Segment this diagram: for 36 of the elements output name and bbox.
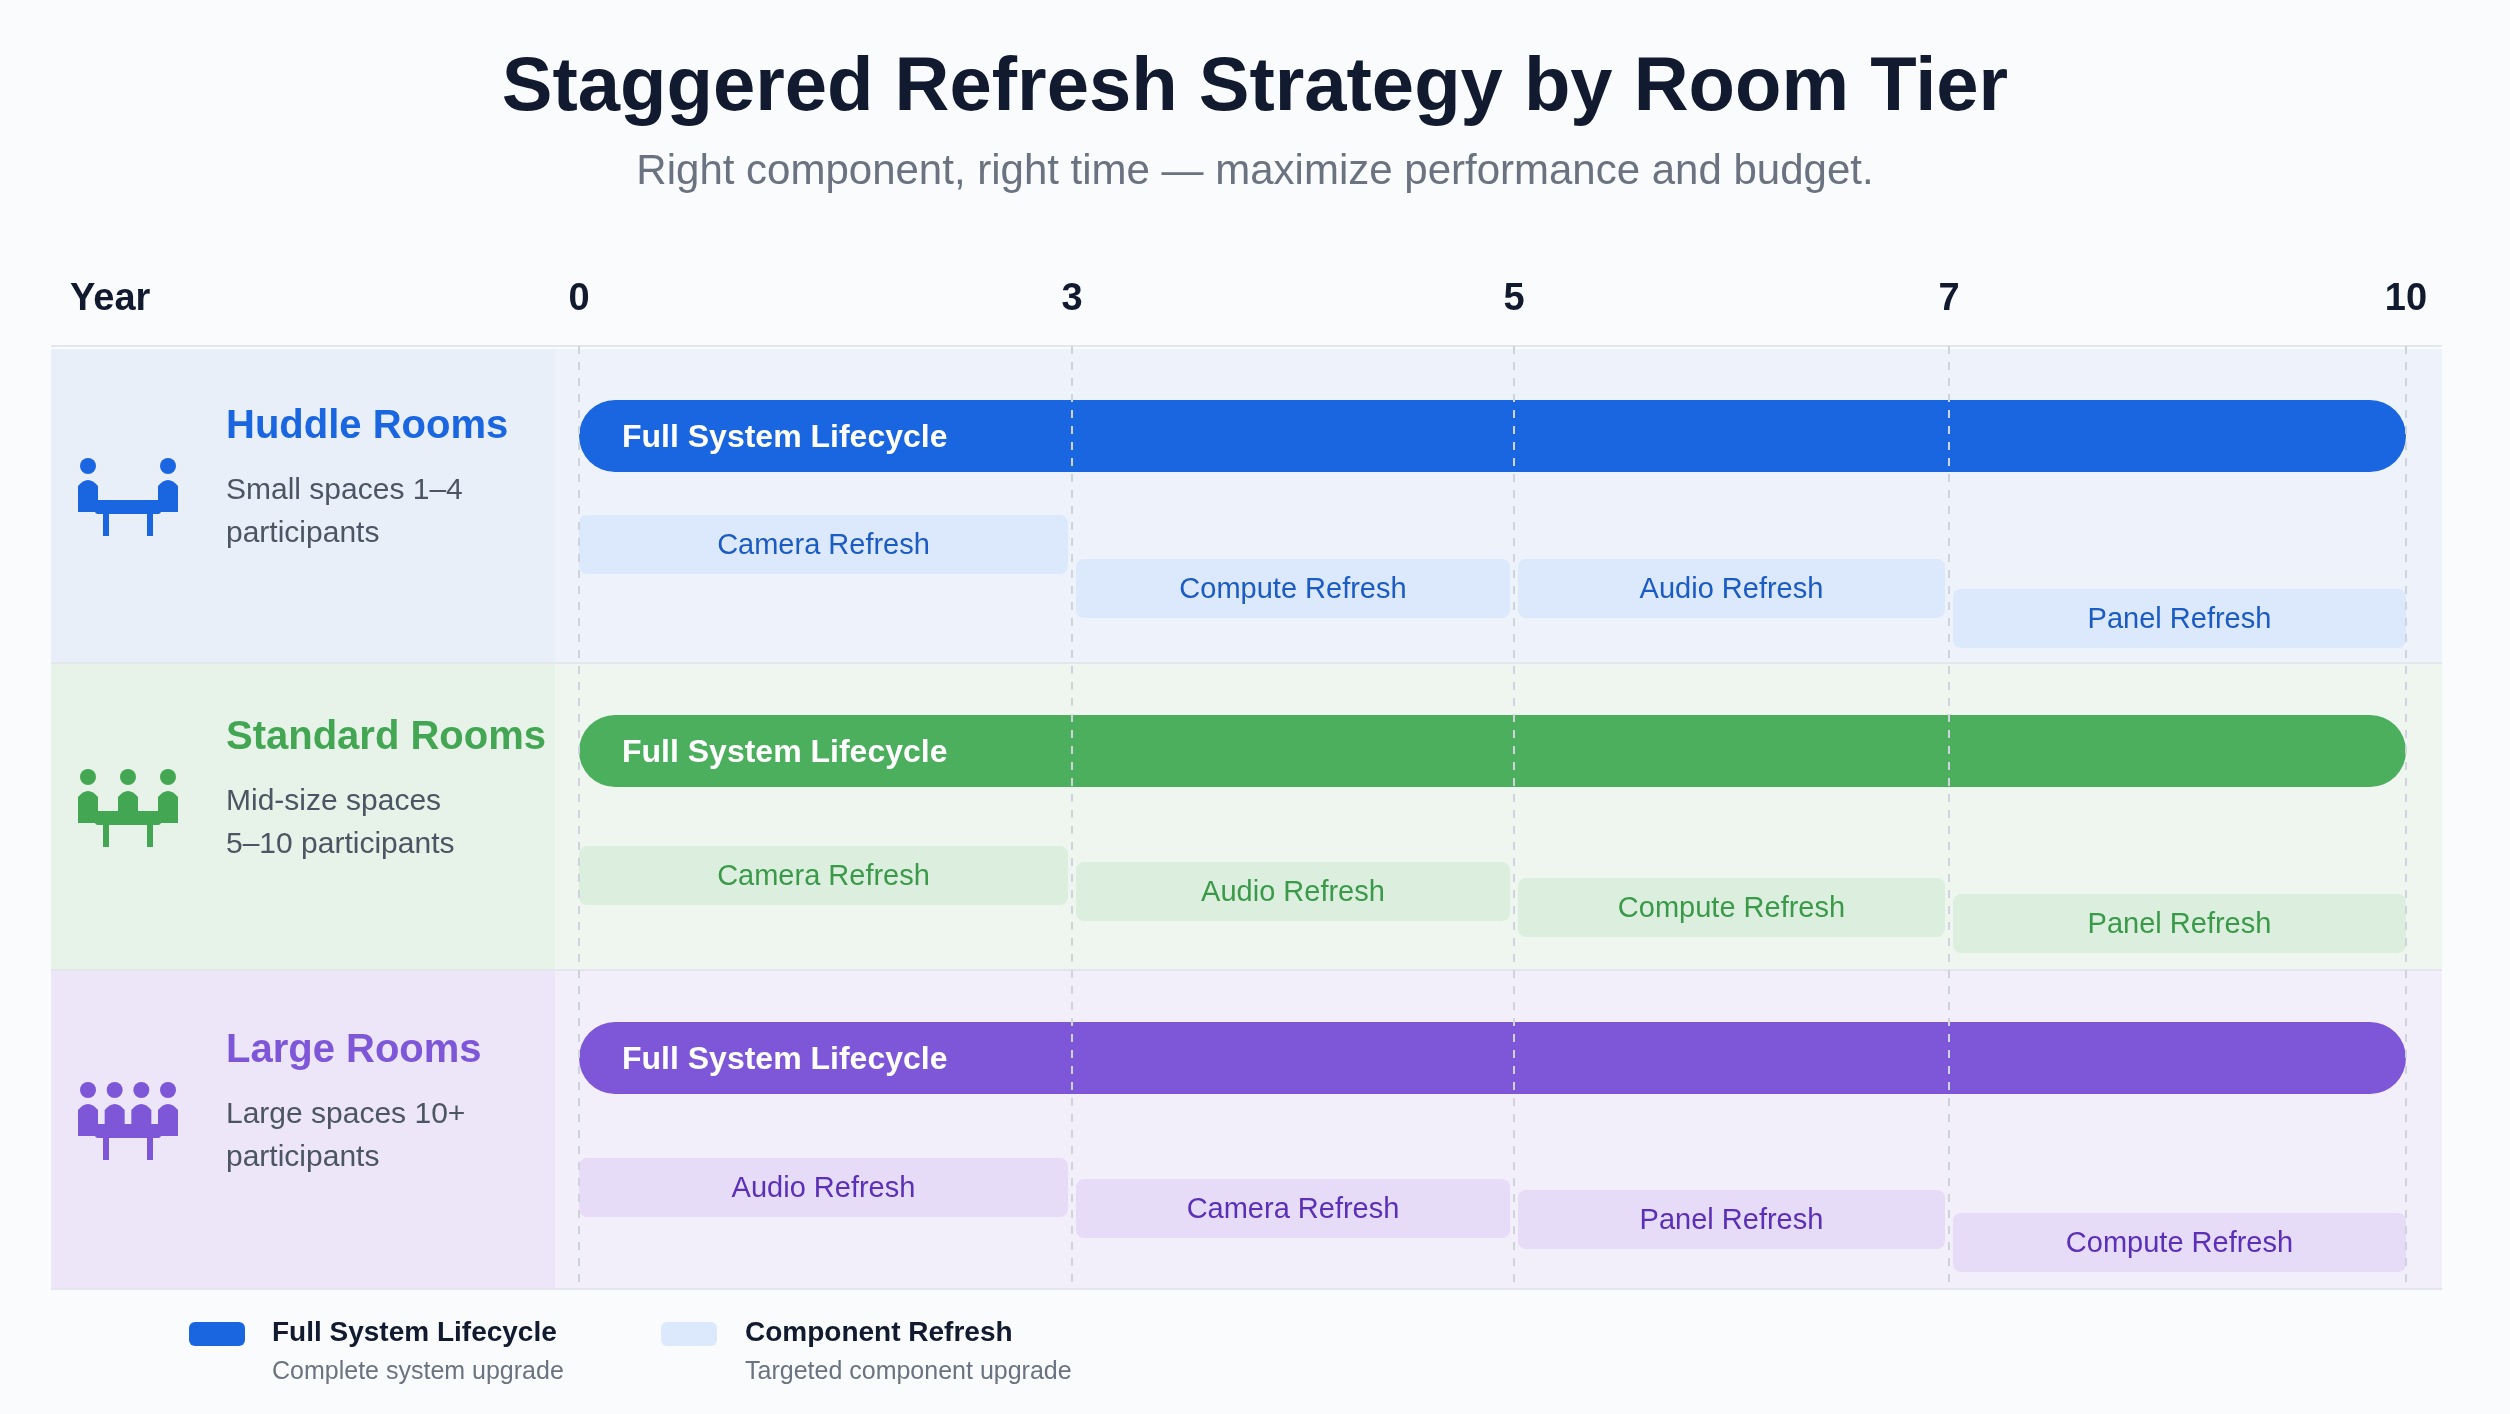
subtitle: Right component, right time — maximize performance and budget. — [635, 146, 1875, 194]
tick-label: 3 — [1061, 276, 1083, 319]
axis-title: Year — [70, 276, 151, 319]
refresh-bar: Panel Refresh — [1518, 1190, 1945, 1249]
legend-label: Full System Lifecycle — [272, 1316, 557, 1348]
row-description: Large spaces 10+ participants — [226, 1094, 466, 1174]
tick-label: 0 — [568, 276, 590, 319]
title: Staggered Refresh Strategy by Room Tier — [500, 40, 2010, 127]
refresh-bar: Panel Refresh — [1953, 589, 2406, 648]
lifecycle-bar: Full System Lifecycle — [579, 400, 2406, 472]
refresh-bar: Compute Refresh — [1076, 559, 1510, 618]
row-heading: Large Rooms — [226, 1025, 482, 1071]
legend-label: Component Refresh — [745, 1316, 1013, 1348]
row-band — [51, 971, 2442, 1290]
tick-label: 5 — [1503, 276, 1525, 319]
legend-description: Complete system upgrade — [272, 1356, 564, 1385]
row-heading: Huddle Rooms — [226, 401, 509, 447]
refresh-bar: Panel Refresh — [1953, 894, 2406, 953]
row-description: Small spaces 1–4 participants — [226, 470, 464, 550]
row-band — [51, 664, 2442, 971]
refresh-bar: Compute Refresh — [1518, 878, 1945, 937]
tick-label: 10 — [2384, 276, 2428, 319]
lifecycle-bar: Full System Lifecycle — [579, 715, 2406, 787]
row-description: Mid-size spaces 5–10 participants — [226, 781, 456, 861]
lifecycle-bar: Full System Lifecycle — [579, 1022, 2406, 1094]
refresh-bar: Camera Refresh — [1076, 1179, 1510, 1238]
tick-label: 7 — [1938, 276, 1960, 319]
refresh-bar: Audio Refresh — [1518, 559, 1945, 618]
refresh-bar: Camera Refresh — [579, 515, 1068, 574]
row-heading: Standard Rooms — [226, 712, 547, 758]
row-band — [51, 349, 2442, 664]
refresh-bar: Compute Refresh — [1953, 1213, 2406, 1272]
legend-description: Targeted component upgrade — [745, 1356, 1072, 1385]
refresh-bar: Camera Refresh — [579, 846, 1068, 905]
refresh-bar: Audio Refresh — [1076, 862, 1510, 921]
refresh-bar: Audio Refresh — [579, 1158, 1068, 1217]
